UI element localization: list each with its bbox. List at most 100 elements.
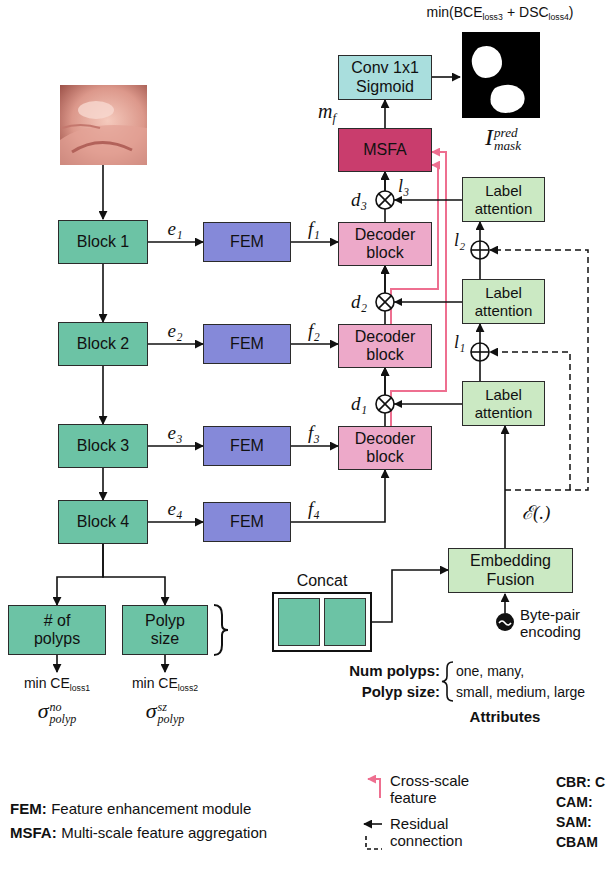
add-symbol bbox=[471, 343, 489, 361]
edge-label: e₄ bbox=[166, 499, 183, 518]
label: min CE bbox=[24, 675, 70, 691]
head-box: # of polyps bbox=[8, 605, 106, 655]
connector bbox=[103, 544, 165, 605]
label-group: σszpolyp bbox=[146, 698, 185, 725]
label-group: CAM: bbox=[556, 794, 593, 810]
edge-label: f₁ bbox=[307, 219, 321, 238]
mask-image bbox=[462, 32, 540, 118]
label-group: FEM:Feature enhancement module bbox=[10, 800, 251, 817]
node-label: Decoder block bbox=[345, 430, 425, 467]
multiply-symbol bbox=[376, 293, 402, 311]
label-group: min CEloss1 bbox=[24, 675, 90, 693]
label: ) bbox=[569, 4, 574, 20]
node-label: Embedding Fusion bbox=[455, 552, 566, 589]
label: one, many, bbox=[456, 663, 524, 679]
label: + DSC bbox=[507, 4, 549, 20]
label-group: Attributes bbox=[470, 708, 541, 725]
label: l₃ bbox=[398, 176, 409, 196]
label-group: σnopolyp bbox=[38, 698, 77, 725]
label: loss4 bbox=[549, 12, 569, 22]
label: min(BCE bbox=[427, 4, 483, 20]
label: CBAM bbox=[556, 834, 598, 850]
label: Feature enhancement module bbox=[51, 800, 251, 817]
legend-text: Cross-scale feature bbox=[390, 772, 485, 807]
label: loss2 bbox=[178, 683, 198, 693]
label: σ bbox=[146, 698, 157, 723]
node-label: Label attention bbox=[469, 182, 538, 217]
node-label: FEM bbox=[230, 335, 264, 353]
node-label: Block 4 bbox=[77, 513, 129, 531]
node-label: # of polyps bbox=[23, 612, 91, 649]
connector bbox=[57, 544, 103, 605]
label: MSFA: bbox=[10, 824, 57, 841]
label: Num polyps: bbox=[349, 662, 440, 679]
label-group: d₁ bbox=[351, 393, 367, 415]
input-arrow bbox=[102, 165, 104, 219]
node-label: Block 3 bbox=[77, 437, 129, 455]
connector bbox=[372, 570, 448, 622]
encoding-symbol bbox=[496, 613, 514, 631]
encoder-block: Block 3 bbox=[58, 424, 148, 468]
legend-dashed-symbol bbox=[366, 836, 382, 849]
label-group: CBAM bbox=[556, 834, 598, 850]
script-stack: nopolyp bbox=[49, 701, 76, 725]
fem-box: FEM bbox=[203, 324, 291, 364]
label: Polyp size: bbox=[362, 683, 440, 700]
node-label: FEM bbox=[230, 513, 264, 531]
label: d₁ bbox=[351, 393, 367, 414]
head-box: Polyp size bbox=[122, 605, 208, 655]
node-label: FEM bbox=[230, 233, 264, 251]
msfa-box: MSFA bbox=[338, 128, 432, 172]
math-script: polyp bbox=[157, 713, 184, 725]
brace bbox=[214, 605, 228, 655]
label-group: small, medium, large bbox=[456, 684, 585, 700]
edge-label: f₄ bbox=[307, 499, 321, 518]
label: CBR: C bbox=[556, 774, 605, 790]
label: Multi-scale feature aggregation bbox=[61, 824, 267, 841]
decoder-block: Decoder block bbox=[338, 324, 432, 368]
encoding-arrow bbox=[504, 594, 506, 613]
brace bbox=[442, 662, 453, 701]
connector bbox=[291, 445, 338, 447]
label: l₁ bbox=[454, 332, 465, 352]
label: d₂ bbox=[351, 291, 367, 312]
connector bbox=[102, 468, 104, 500]
label-group: one, many, bbox=[456, 663, 524, 679]
label: f bbox=[332, 111, 335, 125]
node-label: Block 2 bbox=[77, 335, 129, 353]
decoder-block: Decoder block bbox=[338, 222, 432, 266]
edge-label: e₂ bbox=[166, 321, 183, 340]
node-label: Decoder block bbox=[345, 328, 425, 365]
label-attention-box: Label attention bbox=[462, 177, 545, 222]
node-label: FEM bbox=[230, 437, 264, 455]
connector bbox=[102, 366, 104, 424]
fem-box: FEM bbox=[203, 426, 291, 466]
connector bbox=[479, 222, 481, 279]
legend-arrow-symbol bbox=[364, 823, 382, 825]
loss-arrow bbox=[164, 655, 166, 672]
script-stack: szpolyp bbox=[157, 701, 184, 725]
connector bbox=[504, 426, 506, 548]
concat-square bbox=[278, 598, 320, 646]
label: SAM: bbox=[556, 814, 592, 830]
label-group: Polyp size: bbox=[362, 683, 440, 700]
label-group: MSFA:Multi-scale feature aggregation bbox=[10, 824, 267, 841]
label: Attributes bbox=[470, 708, 541, 725]
conv-box: Conv 1x1 Sigmoid bbox=[338, 55, 432, 100]
label: ℰ(.) bbox=[522, 502, 550, 523]
label-group: min(BCEloss3+ DSCloss4) bbox=[427, 4, 574, 22]
encoder-block: Block 2 bbox=[58, 322, 148, 366]
connector bbox=[479, 324, 481, 381]
math-script: mask bbox=[494, 139, 521, 152]
label: l₂ bbox=[454, 230, 465, 250]
label-group: Byte-pair encoding bbox=[520, 606, 606, 641]
encoder-block: Block 1 bbox=[58, 220, 148, 264]
label: d₃ bbox=[351, 189, 367, 210]
connector bbox=[291, 343, 338, 345]
loss-arrow bbox=[56, 655, 58, 672]
concat-block: Concat bbox=[272, 572, 372, 652]
connector bbox=[148, 241, 203, 243]
math-script: sz bbox=[157, 701, 184, 713]
label: FEM: bbox=[10, 800, 47, 817]
label-group: CBR: C bbox=[556, 774, 605, 790]
